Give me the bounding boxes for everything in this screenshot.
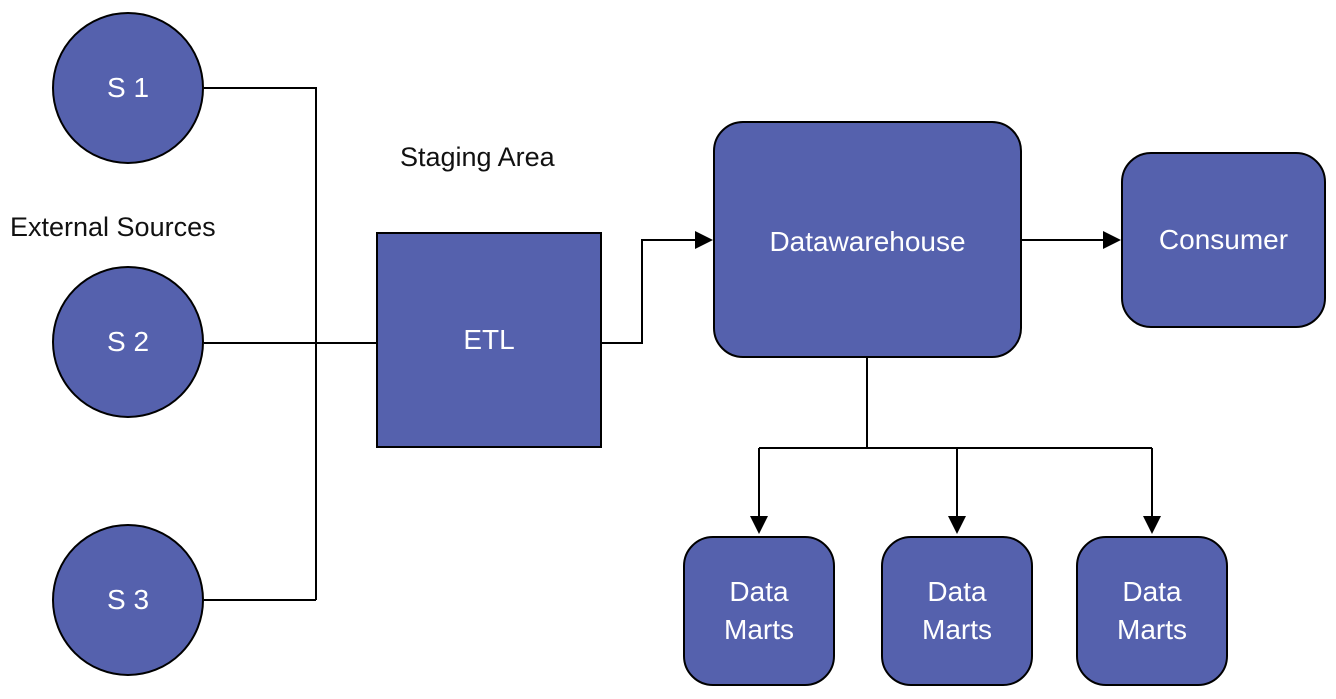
- arrowhead-mart-3: [1143, 516, 1161, 534]
- arrowhead-warehouse: [695, 231, 713, 249]
- staging-area-label: Staging Area: [400, 142, 555, 172]
- source-node-s3: S 3: [52, 524, 204, 676]
- data-mart-label-line1: Data: [927, 576, 987, 608]
- data-mart-label-line2: Marts: [724, 614, 794, 645]
- data-mart-node: Data Marts: [881, 536, 1033, 686]
- source-node-label: S 3: [106, 584, 150, 616]
- source-node-s1: S 1: [52, 12, 204, 164]
- etl-label: ETL: [463, 324, 515, 356]
- arrowhead-mart-2: [948, 516, 966, 534]
- warehouse-node: Datawarehouse: [713, 121, 1022, 358]
- consumer-label: Consumer: [1158, 224, 1289, 256]
- data-mart-label-line1: Data: [1122, 576, 1182, 608]
- data-mart-label-line2: Marts: [922, 614, 992, 645]
- external-sources-label: External Sources: [10, 212, 216, 242]
- source-node-s2: S 2: [52, 266, 204, 418]
- warehouse-label: Datawarehouse: [769, 226, 966, 257]
- connector-s1-bus: [204, 87, 317, 600]
- arrowhead-mart-1: [750, 516, 768, 534]
- connector-etl-warehouse: [602, 239, 698, 344]
- data-mart-node: Data Marts: [1076, 536, 1228, 686]
- data-mart-label-line1: Data: [729, 576, 789, 608]
- source-node-label: S 1: [106, 72, 150, 104]
- arrowhead-consumer: [1103, 231, 1121, 249]
- source-node-label: S 2: [106, 326, 150, 358]
- consumer-node: Consumer: [1121, 152, 1326, 328]
- etl-node: ETL: [376, 232, 602, 448]
- data-mart-label-line2: Marts: [1117, 614, 1187, 645]
- data-mart-node: Data Marts: [683, 536, 835, 686]
